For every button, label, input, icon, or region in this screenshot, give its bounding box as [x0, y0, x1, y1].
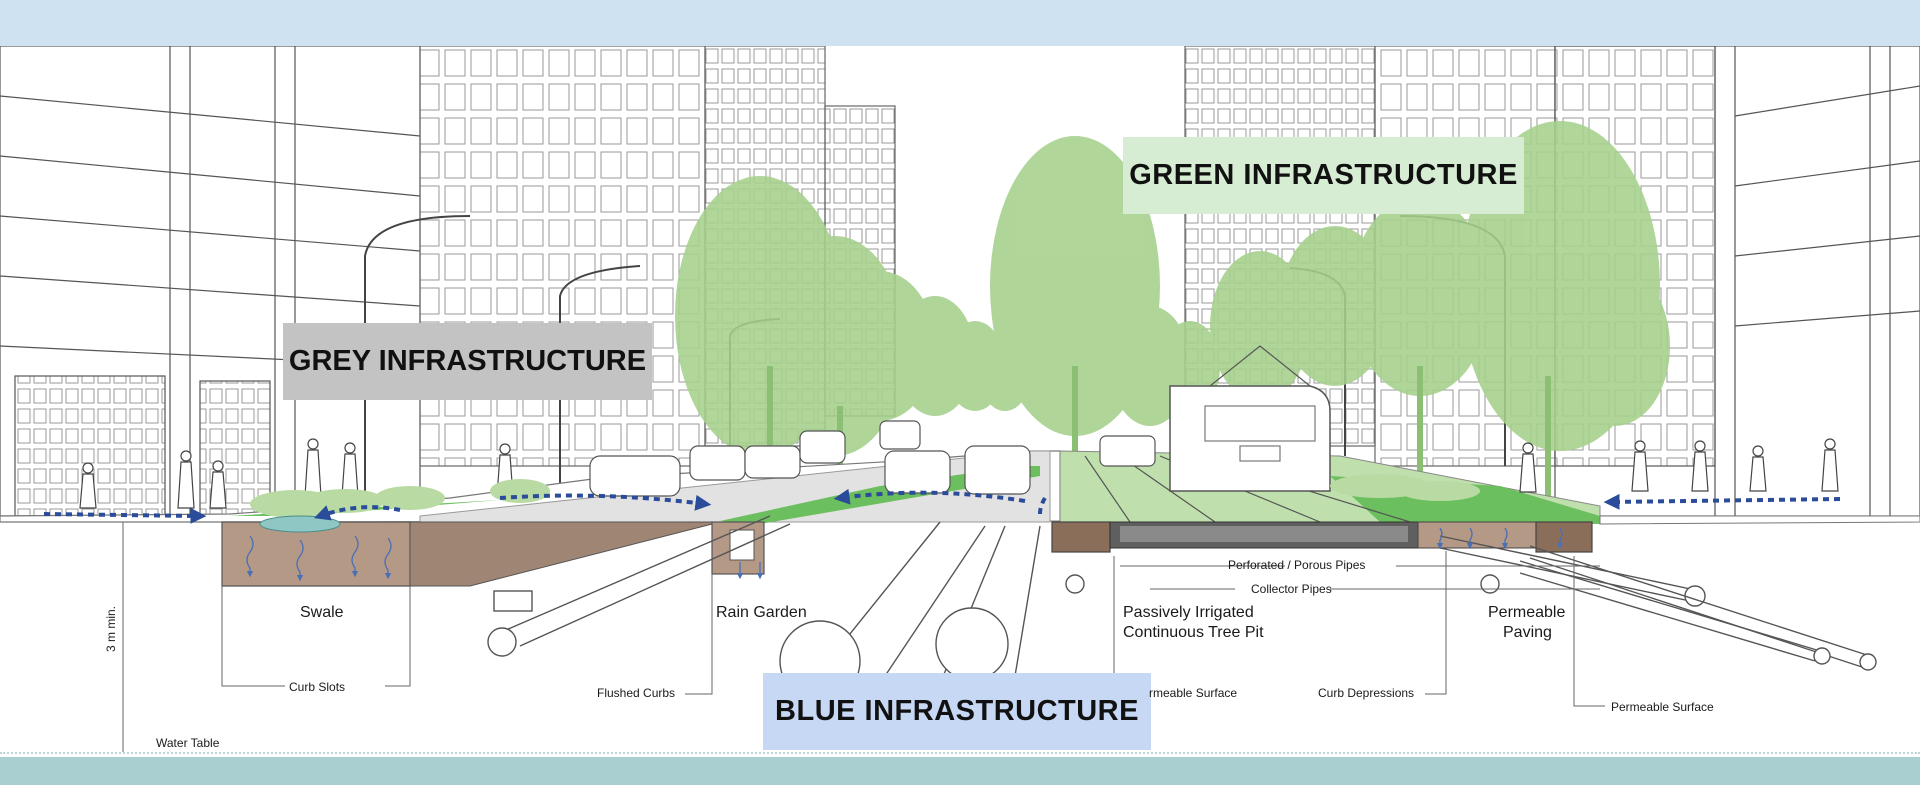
curb-depressions-label: Curb Depressions	[1318, 686, 1415, 700]
flushed-curbs-label: Flushed Curbs	[597, 686, 676, 700]
grey-infrastructure-heading: GREY INFRASTRUCTURE	[283, 323, 652, 400]
infiltration-arrows	[246, 527, 1564, 582]
depth-label: 3 m min.	[104, 605, 118, 652]
green-infrastructure-heading: GREEN INFRASTRUCTURE	[1123, 137, 1524, 214]
rain-garden-label: Rain Garden	[716, 604, 807, 621]
curb-slots-label: Curb Slots	[289, 680, 346, 694]
pedestrians	[79, 438, 1839, 509]
swale-label: Swale	[300, 604, 344, 621]
perforated-pipes-label: Perforated / Porous Pipes	[1228, 558, 1366, 572]
bottom-band	[0, 757, 1920, 785]
tree-pit-label-line1: Passively Irrigated	[1123, 604, 1254, 621]
collector-pipes-label: Collector Pipes	[1251, 582, 1332, 596]
blue-infrastructure-heading: BLUE INFRASTRUCTURE	[763, 673, 1151, 750]
vehicles	[589, 345, 1331, 497]
water-flow-arrows	[43, 488, 1841, 524]
permeable-surface-center-label: rmeable Surface	[1149, 686, 1238, 700]
permeable-paving-label-line2: Paving	[1503, 624, 1552, 641]
bottom-dotted-line	[0, 752, 1920, 754]
top-band	[0, 0, 1920, 46]
water-table-label: Water Table	[156, 736, 220, 750]
ground-section	[221, 515, 1593, 587]
leader-lines	[122, 522, 1605, 752]
permeable-paving-label-line1: Permeable	[1488, 604, 1566, 621]
tree-pit-label-line2: Continuous Tree Pit	[1123, 624, 1264, 641]
permeable-surface-right-label: Permeable Surface	[1611, 700, 1714, 714]
